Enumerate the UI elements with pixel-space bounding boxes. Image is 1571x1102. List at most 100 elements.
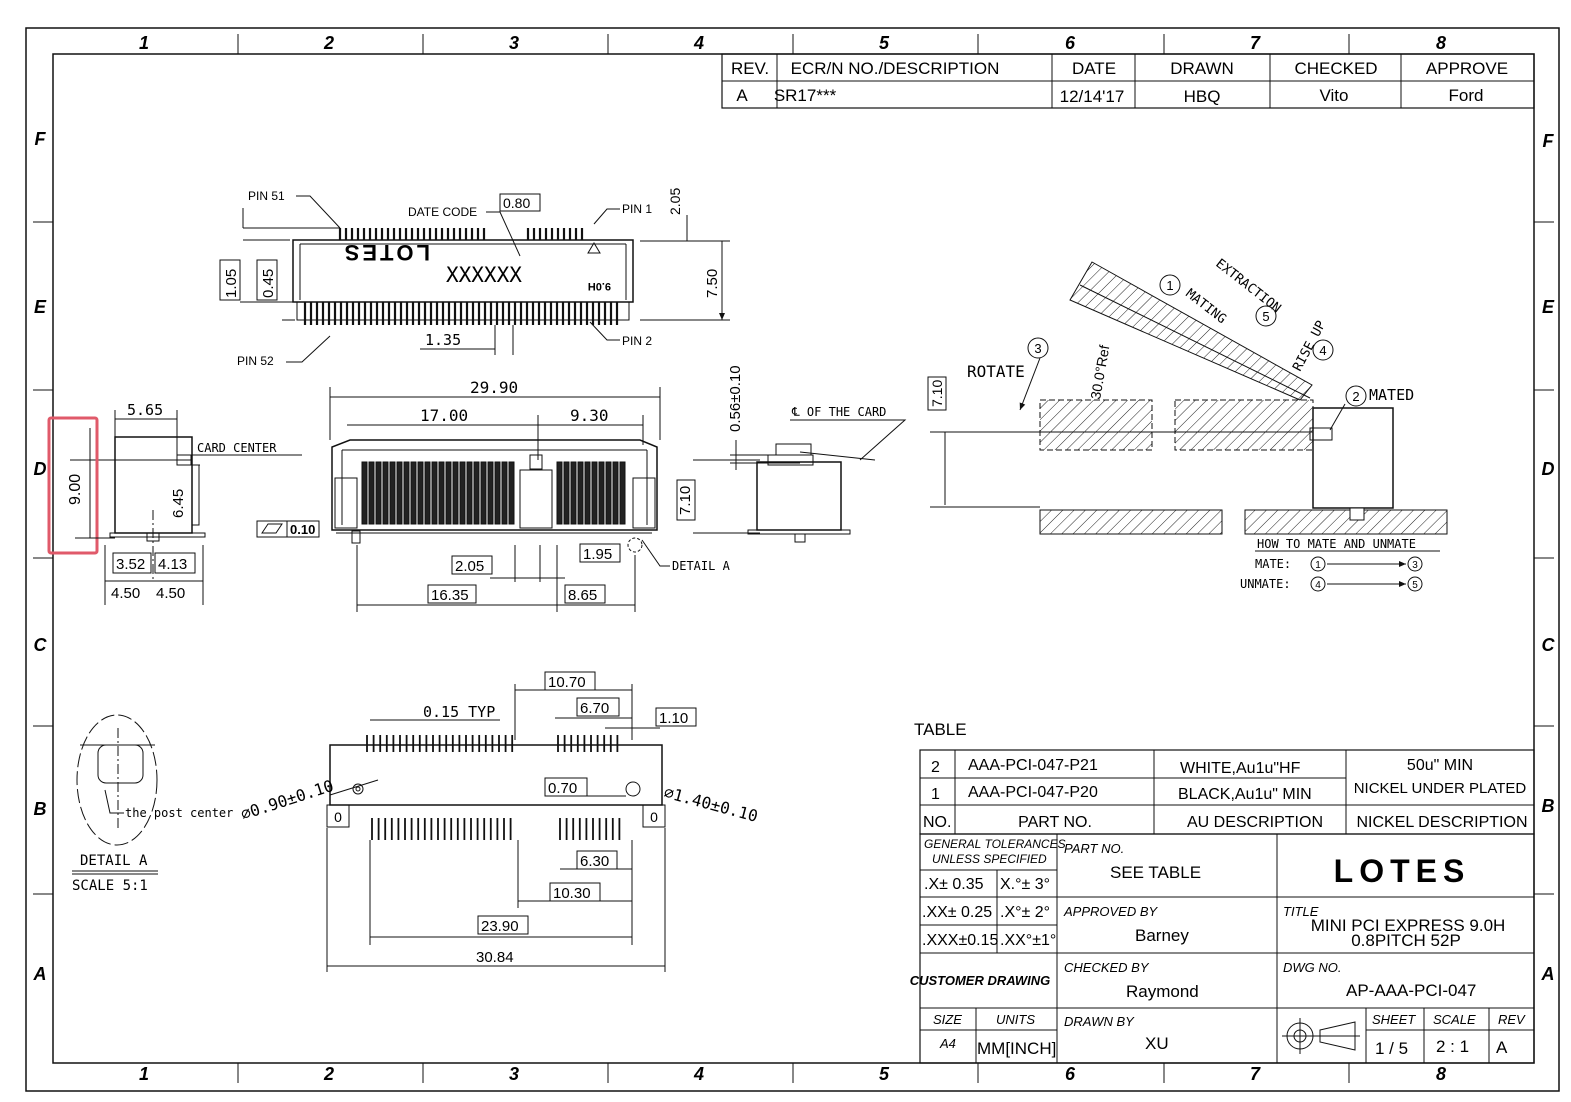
top-view: LOTES XXXXXX 9.0H PIN 51 DATE CODE 0.80 …: [219, 188, 730, 368]
ref-angle: 30.0°Ref: [1087, 344, 1112, 401]
legend-unmate-to: 5: [1412, 580, 1418, 591]
projection-symbol-icon: [1282, 1018, 1360, 1054]
row-label-e: E: [34, 297, 47, 317]
approved-value: Barney: [1135, 926, 1189, 945]
col-label-5-bottom: 5: [879, 1064, 890, 1084]
revision-table: REV. ECR/N NO./DESCRIPTION DATE DRAWN CH…: [721, 53, 1535, 109]
rev-value-rev: A: [736, 86, 748, 105]
detail-a: the post center DETAIL A SCALE 5:1: [72, 714, 233, 894]
rev-value-drawn: HBQ: [1184, 87, 1221, 106]
rev-header-rev: REV.: [731, 59, 769, 78]
row-label-a-right: A: [1541, 964, 1555, 984]
col-label-3-bottom: 3: [509, 1064, 519, 1084]
col-label-7: 7: [1250, 33, 1261, 53]
legend-mate-to: 3: [1412, 560, 1418, 571]
dim-4-50-left: 4.50: [111, 585, 140, 602]
hole-small-icon: [352, 783, 364, 795]
date-code-placeholder: XXXXXX: [446, 263, 522, 287]
dim-30-84: 30.84: [476, 949, 514, 966]
legend-mate-label: MATE:: [1255, 557, 1291, 571]
title-line-2: 0.8PITCH 52P: [1351, 931, 1461, 950]
tol-xx: .XX± 0.25: [922, 904, 992, 921]
pin: [612, 461, 619, 525]
pin: [619, 461, 626, 525]
pin: [438, 461, 445, 525]
pin: [598, 461, 605, 525]
dim-17-00: 17.00: [420, 406, 468, 425]
nickel-line-1: 50u" MIN: [1407, 757, 1473, 774]
pin52-label: PIN 52: [237, 354, 274, 368]
pin: [382, 461, 389, 525]
mirrored-logo: LOTES: [342, 240, 430, 265]
dim-9-30: 9.30: [570, 406, 609, 425]
tol-title-1: GENERAL TOLERANCES: [924, 837, 1066, 851]
pin: [403, 461, 410, 525]
pin: [424, 461, 431, 525]
hole-0-90: ⌀0.90±0.10: [238, 776, 335, 824]
pin: [556, 461, 563, 525]
dim-7-10-mating: 7.10: [929, 380, 945, 407]
rev-header-approve: APPROVE: [1426, 59, 1508, 78]
rev-value-desc: SR17***: [774, 86, 837, 105]
table-label: TABLE: [914, 720, 967, 739]
dim-1-95: 1.95: [583, 546, 612, 563]
row-label-a: A: [33, 964, 47, 984]
dim-4-50-right: 4.50: [156, 585, 185, 602]
dim-3-52: 3.52: [116, 556, 145, 573]
row-label-f-right: F: [1543, 131, 1555, 151]
pin: [445, 461, 452, 525]
height-marking: 9.0H: [588, 280, 611, 292]
flatness-value: 0.10: [290, 522, 315, 537]
drawn-value: XU: [1145, 1034, 1169, 1053]
dim-6-30: 6.30: [580, 853, 609, 870]
legend-unmate-from: 4: [1315, 580, 1321, 591]
dim-5-65: 5.65: [127, 401, 163, 419]
pin: [410, 461, 417, 525]
pin: [480, 461, 487, 525]
rev-label: REV: [1498, 1012, 1526, 1027]
table-header-part: PART NO.: [1018, 814, 1092, 831]
tol-xxx: .XXX±0.15: [922, 932, 998, 949]
tol-xx-angle: .X°± 2°: [1000, 904, 1050, 921]
col-label-4-bottom: 4: [693, 1064, 704, 1084]
legend-unmate-label: UNMATE:: [1240, 577, 1291, 591]
dwg-value: AP-AAA-PCI-047: [1346, 981, 1476, 1000]
table-header-nickel: NICKEL DESCRIPTION: [1357, 814, 1528, 831]
part-row-2-part: AAA-PCI-047-P21: [968, 757, 1098, 774]
col-label-1-bottom: 1: [139, 1064, 149, 1084]
extraction-label: EXTRACTION: [1213, 256, 1284, 316]
detail-a-callout: DETAIL A: [672, 559, 731, 573]
dim-4-13: 4.13: [158, 556, 187, 573]
rev-value-date: 12/14'17: [1060, 87, 1125, 106]
row-label-d: D: [34, 459, 47, 479]
mated-label: MATED: [1369, 386, 1414, 404]
col-label-2-bottom: 2: [323, 1064, 334, 1084]
customer-drawing-label: CUSTOMER DRAWING: [910, 973, 1051, 988]
bottom-pins-lower: [371, 818, 621, 840]
col-label-6-bottom: 6: [1065, 1064, 1076, 1084]
pin: [396, 461, 403, 525]
part-no-value: SEE TABLE: [1110, 863, 1201, 882]
mating-diagram: 7.10 ROTATE 3 30.0°Ref 1 MATING EXTRACTI…: [927, 256, 1448, 592]
pin1-triangle-icon: [587, 242, 601, 254]
dim-9-00: 9.00: [67, 474, 84, 505]
pin: [417, 461, 424, 525]
size-label: SIZE: [933, 1012, 962, 1027]
rev-header-desc: ECR/N NO./DESCRIPTION: [791, 59, 1000, 78]
col-label-4: 4: [693, 33, 704, 53]
step-4-badge: 4: [1319, 343, 1326, 358]
rev-value-approve: Ford: [1449, 86, 1484, 105]
col-label-1: 1: [139, 33, 149, 53]
col-label-2: 2: [323, 33, 334, 53]
rotate-label: ROTATE: [967, 362, 1025, 381]
dim-2-05-top: 2.05: [667, 188, 683, 215]
side-view: 5.65 CARD CENTER 9.00 6.45 3.52 4.13 4.5…: [47, 401, 302, 605]
tol-x: .X± 0.35: [924, 876, 984, 893]
step-2-badge: 2: [1352, 389, 1359, 404]
dim-7-10-card: 7.10: [677, 486, 694, 515]
bottom-view: 10.70 0.15 TYP 6.70 1.10 0 0 0.70 ⌀0.90±…: [238, 671, 760, 972]
title-block: GENERAL TOLERANCES UNLESS SPECIFIED .X± …: [910, 833, 1535, 1064]
pin: [473, 461, 480, 525]
pin: [570, 461, 577, 525]
top-pins-upper: [338, 228, 584, 240]
